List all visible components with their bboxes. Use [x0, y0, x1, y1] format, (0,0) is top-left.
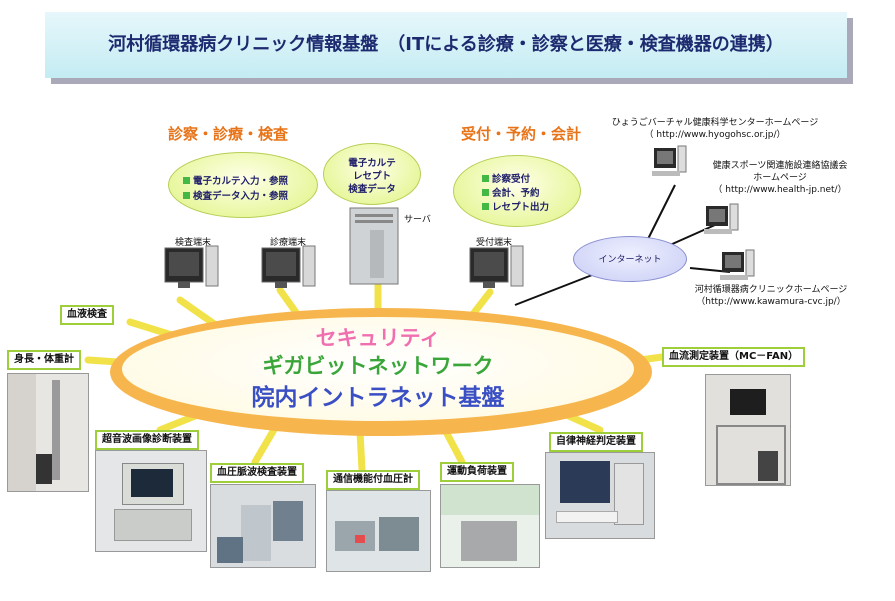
website-url[interactable]: （ http://www.hyogohsc.or.jp/）: [644, 130, 786, 140]
bullet-icon: [482, 175, 489, 182]
device-label-comm-bp: 通信機能付血圧計: [326, 470, 420, 490]
website-name-2: ホームページ: [753, 173, 807, 183]
network-intranet-text: 院内イントラネット基盤: [251, 385, 505, 411]
comm-bp-photo: [326, 490, 431, 572]
bubble-line: 検査データ: [348, 184, 396, 195]
network-security-text: セキュリティ: [315, 326, 441, 350]
pc-web3-icon: [720, 249, 755, 280]
bullet-icon: [183, 177, 190, 184]
website-name: ひょうごバーチャル健康科学センターホームページ: [611, 118, 819, 128]
title-banner: [45, 12, 847, 78]
bubble-item: 検査データ入力・参照: [193, 191, 289, 202]
internet-cloud: インターネット: [573, 236, 687, 282]
height-weight-photo: [7, 373, 89, 492]
exercise-photo: [440, 484, 540, 568]
terminal-label-clinic: 診療端末: [270, 238, 307, 248]
pc-exam-icon: [164, 245, 219, 288]
right-bubble: 診察受付 会計、予約 レセプト出力: [453, 155, 581, 227]
bullet-icon: [482, 189, 489, 196]
device-label-pulse-wave: 血圧脈波検査装置: [210, 463, 304, 483]
device-label-exercise: 運動負荷装置: [440, 462, 514, 482]
device-label-blood-test: 血液検査: [60, 305, 114, 325]
device-label-blood-flow: 血流測定装置（MC－FAN）: [662, 347, 806, 367]
internet-label: インターネット: [598, 255, 662, 265]
blood-flow-photo: [705, 374, 791, 486]
terminal-label-exam: 検査端末: [175, 238, 212, 248]
autonomic-photo: [545, 452, 655, 539]
ultrasound-photo: [95, 450, 207, 552]
bubble-item: 電子カルテ入力・参照: [193, 176, 289, 187]
website-url[interactable]: （http://www.kawamura-cvc.jp/）: [696, 297, 846, 307]
server-icon: [349, 207, 399, 285]
category-right: 受付・予約・会計: [461, 125, 582, 143]
device-label-autonomic: 自律神経判定装置: [549, 432, 643, 452]
bubble-item: 会計、予約: [492, 188, 540, 199]
bullet-icon: [482, 203, 489, 210]
bullet-icon: [183, 192, 190, 199]
bubble-line: レセプト: [352, 171, 391, 182]
bubble-line: 電子カルテ: [348, 158, 396, 169]
network-ellipse: [122, 317, 634, 421]
device-label-ultrasound: 超音波画像診断装置: [95, 430, 199, 450]
server-bubble: 電子カルテ レセプト 検査データ: [323, 143, 421, 205]
pc-clinic-icon: [261, 245, 316, 288]
left-bubble: 電子カルテ入力・参照 検査データ入力・参照: [168, 152, 318, 218]
pc-web1-icon: [652, 145, 687, 176]
terminal-label-reception: 受付端末: [476, 238, 513, 248]
bubble-item: レセプト出力: [492, 202, 550, 213]
category-left: 診察・診療・検査: [168, 125, 289, 143]
pc-web2-icon: [704, 203, 739, 234]
bubble-item: 診察受付: [492, 174, 531, 185]
page-title: 河村循環器病クリニック情報基盤 （ITによる診療・診察と医療・検査機器の連携）: [108, 34, 784, 55]
pc-reception-icon: [469, 245, 524, 288]
terminal-label-server: サーバ: [404, 215, 431, 225]
device-label-height-weight: 身長・体重計: [7, 350, 81, 370]
website-name: 健康スポーツ関連施設連絡協議会: [712, 161, 848, 171]
website-name: 河村循環器病クリニックホームページ: [694, 285, 848, 295]
network-gigabit-text: ギガビットネットワーク: [262, 354, 494, 378]
website-url[interactable]: （ http://www.health-jp.net/）: [713, 185, 847, 195]
pulse-wave-photo: [210, 484, 316, 568]
